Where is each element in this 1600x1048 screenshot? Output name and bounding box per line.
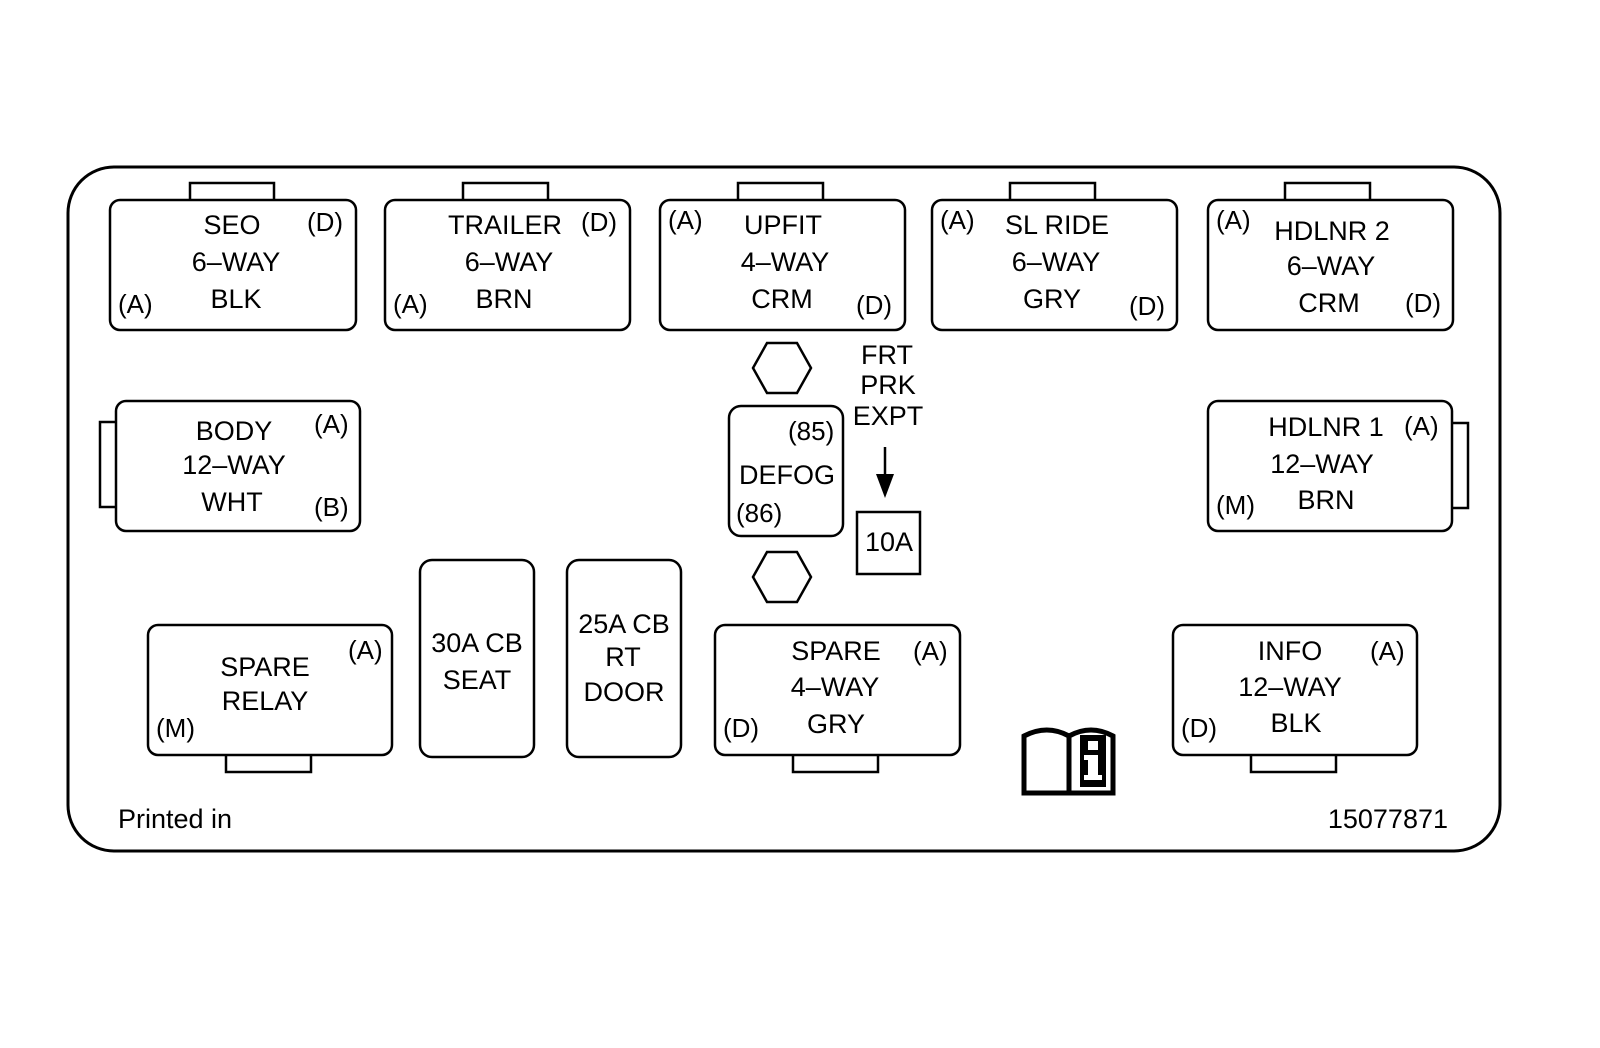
connector-name: SL RIDE: [1005, 210, 1109, 240]
mounting-stud-hexagon: [751, 341, 813, 395]
pin-label: (A): [913, 636, 948, 666]
relay-name: DEFOG: [739, 460, 835, 490]
connector-ways: 4–WAY: [741, 247, 830, 277]
connector-hdlnr-1: HDLNR 1 12–WAY BRN (A) (M): [1206, 399, 1470, 533]
label-line: EXPT: [853, 401, 924, 431]
cb-circuit: SEAT: [443, 665, 512, 695]
relay-name: SPARE: [220, 652, 310, 682]
pin-label: (A): [393, 289, 428, 319]
connector-name: HDLNR 1: [1268, 412, 1384, 442]
connector-sl-ride: SL RIDE 6–WAY GRY (A) (D): [930, 181, 1179, 332]
label-line: FRT: [861, 340, 913, 370]
connector-color: CRM: [1298, 288, 1360, 318]
connector-ways: 12–WAY: [1270, 449, 1374, 479]
pin-label: (D): [307, 207, 343, 237]
circuit-breaker-rt-door: 25A CB RT DOOR: [565, 558, 683, 759]
connector-ways: 6–WAY: [1012, 247, 1101, 277]
connector-ways: 4–WAY: [791, 672, 880, 702]
cb-circuit-2: DOOR: [584, 677, 665, 707]
connector-name: SEO: [203, 210, 260, 240]
connector-name: SPARE: [791, 636, 881, 666]
pin-label: (A): [1216, 205, 1251, 235]
mounting-stud-hexagon: [751, 550, 813, 604]
connector-trailer: TRAILER 6–WAY BRN (D) (A): [383, 181, 632, 332]
pin-label: (A): [348, 635, 383, 665]
label-line: PRK: [860, 370, 916, 400]
pin-label: (M): [156, 713, 195, 743]
pin-label: (D): [1181, 713, 1217, 743]
connector-color: GRY: [807, 709, 865, 739]
pin-label: (A): [118, 289, 153, 319]
connector-color: CRM: [751, 284, 813, 314]
connector-color: BLK: [210, 284, 261, 314]
pin-label: (D): [856, 290, 892, 320]
pin-label: (D): [1405, 288, 1441, 318]
part-number: 15077871: [1328, 804, 1448, 834]
connector-spare-4way: SPARE 4–WAY GRY (A) (D): [713, 623, 962, 774]
pin-label: (D): [1129, 291, 1165, 321]
pin-label: (A): [940, 205, 975, 235]
circuit-breaker-seat: 30A CB SEAT: [418, 558, 536, 759]
printed-in-text: Printed in: [118, 804, 232, 834]
info-manual-icon: [1021, 727, 1116, 796]
pin-label: (D): [581, 207, 617, 237]
connector-ways: 6–WAY: [1287, 251, 1376, 281]
frt-prk-expt-label: FRT PRK EXPT: [853, 340, 924, 431]
pin-label: (M): [1216, 490, 1255, 520]
connector-ways: 12–WAY: [1238, 672, 1342, 702]
connector-color: BRN: [475, 284, 532, 314]
connector-color: BLK: [1270, 708, 1321, 738]
connector-seo: SEO 6–WAY BLK (D) (A): [108, 181, 358, 332]
fuse-rating: 10A: [865, 527, 913, 557]
connector-color: GRY: [1023, 284, 1081, 314]
fuse-10a: 10A: [855, 510, 922, 576]
connector-name: TRAILER: [448, 210, 562, 240]
defog-relay: (85) DEFOG (86): [727, 404, 845, 538]
pin-label: (85): [788, 416, 834, 446]
spare-relay: SPARE RELAY (A) (M): [146, 623, 394, 774]
connector-info: INFO 12–WAY BLK (A) (D): [1171, 623, 1419, 774]
connector-ways: 12–WAY: [182, 450, 286, 480]
pin-label: (A): [668, 205, 703, 235]
relay-name-2: RELAY: [222, 686, 309, 716]
pin-label: (D): [723, 713, 759, 743]
connector-name: INFO: [1258, 636, 1323, 666]
connector-name: UPFIT: [744, 210, 822, 240]
connector-ways: 6–WAY: [192, 247, 281, 277]
cb-rating: 30A CB: [431, 628, 523, 658]
pin-label: (B): [314, 492, 349, 522]
cb-circuit: RT: [605, 642, 641, 672]
pin-label: (A): [314, 409, 349, 439]
pin-label: (86): [736, 498, 782, 528]
connector-body: BODY 12–WAY WHT (A) (B): [98, 399, 362, 533]
connector-ways: 6–WAY: [465, 247, 554, 277]
cb-rating: 25A CB: [578, 609, 670, 639]
connector-color: BRN: [1297, 485, 1354, 515]
connector-name: HDLNR 2: [1274, 216, 1390, 246]
pin-label: (A): [1404, 411, 1439, 441]
connector-color: WHT: [201, 487, 262, 517]
connector-hdlnr-2: HDLNR 2 6–WAY CRM (A) (D): [1206, 181, 1455, 332]
pin-label: (A): [1370, 636, 1405, 666]
pointer-arrowhead: [876, 474, 894, 498]
connector-name: BODY: [196, 416, 273, 446]
connector-upfit: UPFIT 4–WAY CRM (A) (D): [658, 181, 907, 332]
